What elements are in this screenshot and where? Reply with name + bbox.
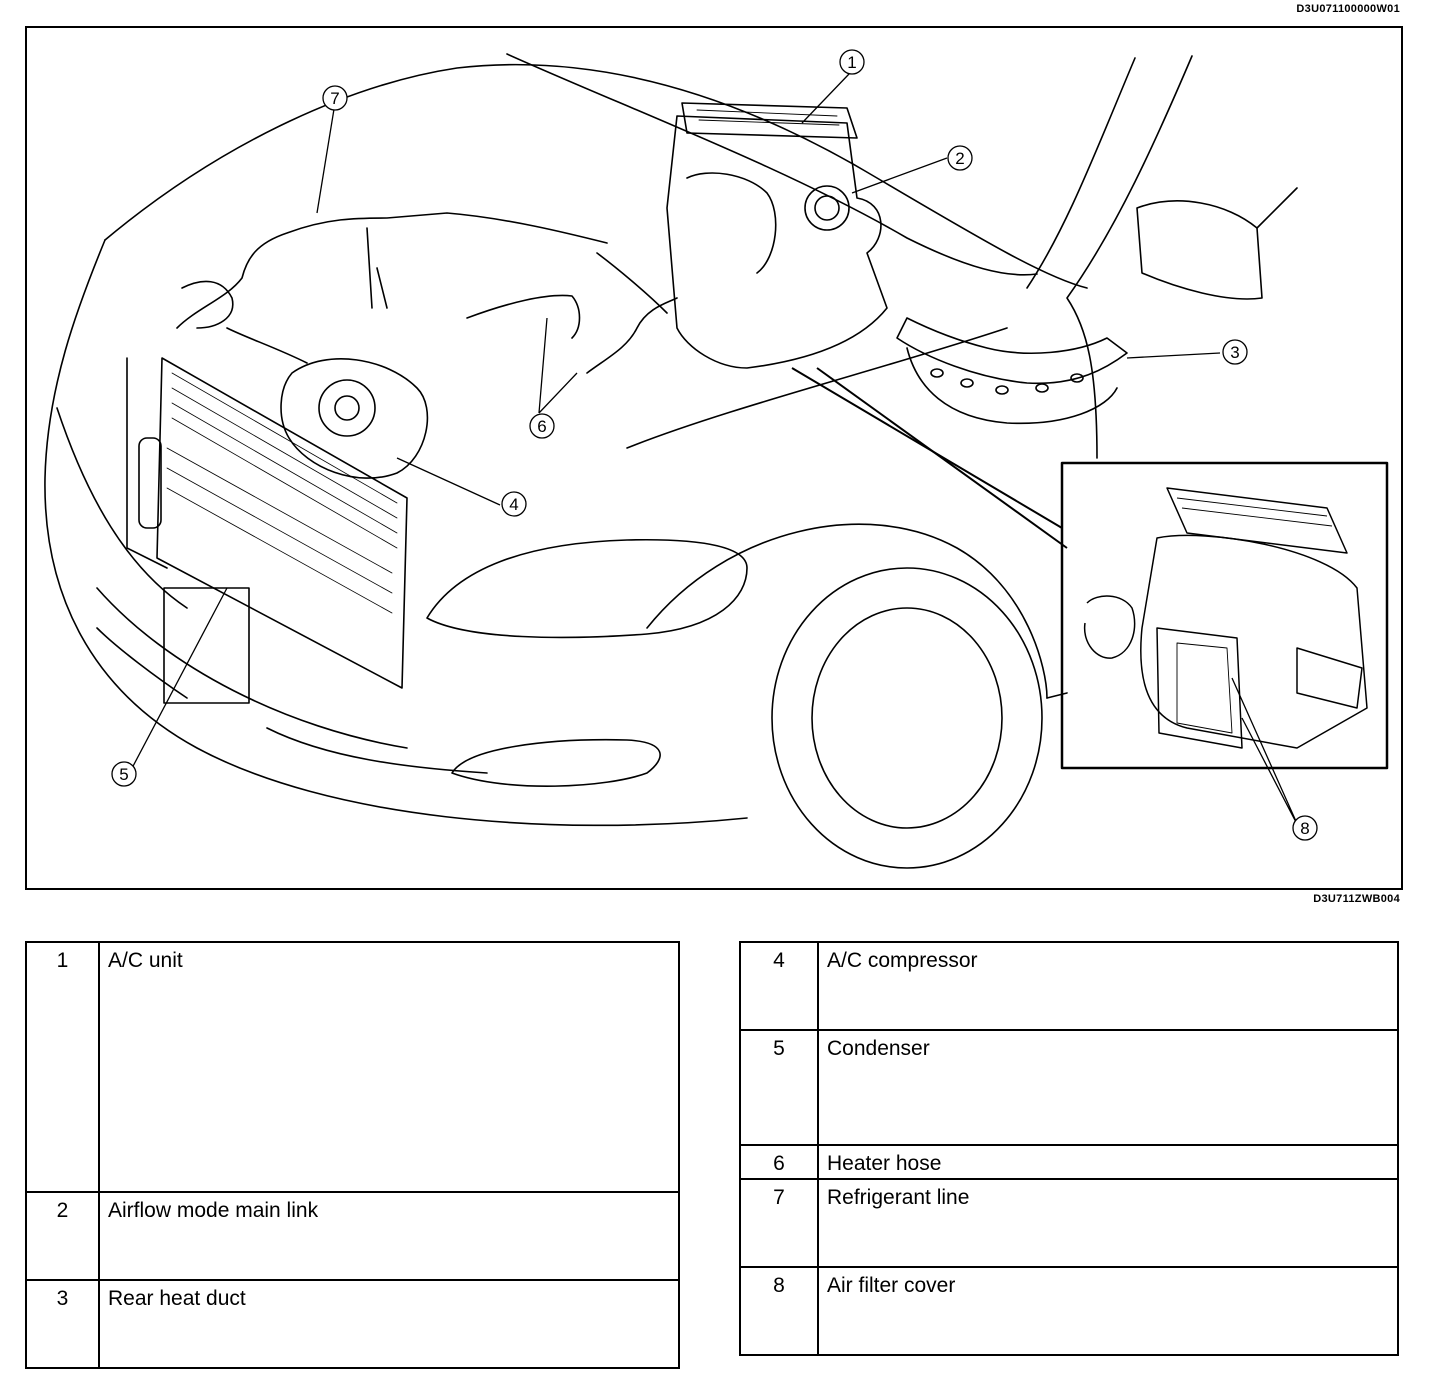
- airflow-mode-link: [804, 185, 850, 231]
- legend-table-left: 1 A/C unit 2 Airflow mode main link 3 Re…: [25, 941, 680, 1369]
- heater-hose: [466, 294, 581, 339]
- callout-7: 7: [322, 85, 348, 111]
- hood-outline: [104, 63, 1088, 289]
- fog-light: [451, 738, 661, 787]
- ac-system-illustration: 1 2 3 4 5 6 7 8: [25, 26, 1403, 890]
- legend-row: 7 Refrigerant line: [739, 1178, 1399, 1268]
- legend-label: Refrigerant line: [817, 1178, 1399, 1268]
- legend-label: Airflow mode main link: [98, 1191, 680, 1281]
- legend-number: 4: [739, 941, 819, 1031]
- ac-compressor: [280, 358, 429, 479]
- refrigerant-line: [176, 212, 608, 329]
- svg-text:5: 5: [119, 765, 128, 784]
- legend-label: Condenser: [817, 1029, 1399, 1146]
- callout-4: 4: [501, 491, 527, 517]
- legend-number: 5: [739, 1029, 819, 1146]
- callout-2: 2: [947, 145, 973, 171]
- legend-row: 2 Airflow mode main link: [25, 1191, 680, 1281]
- figure-code: D3U711ZWB004: [1313, 893, 1400, 905]
- legend-number: 8: [739, 1266, 819, 1356]
- legend-row: 8 Air filter cover: [739, 1266, 1399, 1356]
- a-pillar: [1026, 57, 1136, 289]
- inset-detail: [791, 367, 1389, 770]
- legend-number: 7: [739, 1178, 819, 1268]
- car-front-line-drawing: 1 2 3 4 5 6 7 8: [44, 49, 1389, 869]
- legend-row: 4 A/C compressor: [739, 941, 1399, 1031]
- legend-label: Heater hose: [817, 1144, 1399, 1180]
- legend-label: A/C compressor: [817, 941, 1399, 1031]
- svg-text:4: 4: [509, 495, 518, 514]
- headlight: [426, 538, 748, 639]
- legend-row: 1 A/C unit: [25, 941, 680, 1193]
- rear-heat-duct: [896, 317, 1128, 385]
- mirror: [1136, 200, 1263, 300]
- wheel-arch: [646, 523, 1048, 699]
- legend-number: 1: [25, 941, 100, 1193]
- front-tire: [771, 567, 1043, 869]
- legend-row: 5 Condenser: [739, 1029, 1399, 1146]
- condenser: [156, 357, 408, 689]
- svg-text:3: 3: [1230, 343, 1239, 362]
- callout-8: 8: [1292, 815, 1318, 841]
- svg-text:8: 8: [1300, 819, 1309, 838]
- legend-row: 6 Heater hose: [739, 1144, 1399, 1180]
- air-filter-cover: [1156, 627, 1243, 749]
- a-pillar-2: [1066, 55, 1193, 459]
- svg-text:7: 7: [330, 89, 339, 108]
- receiver-drier: [138, 437, 162, 529]
- legend-label: Air filter cover: [817, 1266, 1399, 1356]
- windshield-line: [506, 53, 1038, 276]
- svg-text:2: 2: [955, 149, 964, 168]
- legend-table-right: 4 A/C compressor 5 Condenser 6 Heater ho…: [739, 941, 1399, 1356]
- document-code-top: D3U071100000W01: [1296, 3, 1400, 15]
- svg-text:6: 6: [537, 417, 546, 436]
- callout-6: 6: [529, 413, 555, 439]
- callouts: 1 2 3 4 5 6 7 8: [111, 49, 1318, 841]
- ac-unit: [666, 115, 888, 369]
- legend-label: Rear heat duct: [98, 1279, 680, 1369]
- legend-number: 2: [25, 1191, 100, 1281]
- license-plate: [163, 587, 250, 704]
- front-fascia: [44, 239, 748, 827]
- callout-1: 1: [839, 49, 865, 75]
- legend-number: 3: [25, 1279, 100, 1369]
- legend-row: 3 Rear heat duct: [25, 1279, 680, 1369]
- legend-label: A/C unit: [98, 941, 680, 1193]
- legend-number: 6: [739, 1144, 819, 1180]
- callout-5: 5: [111, 761, 137, 787]
- svg-text:1: 1: [847, 53, 856, 72]
- callout-3: 3: [1222, 339, 1248, 365]
